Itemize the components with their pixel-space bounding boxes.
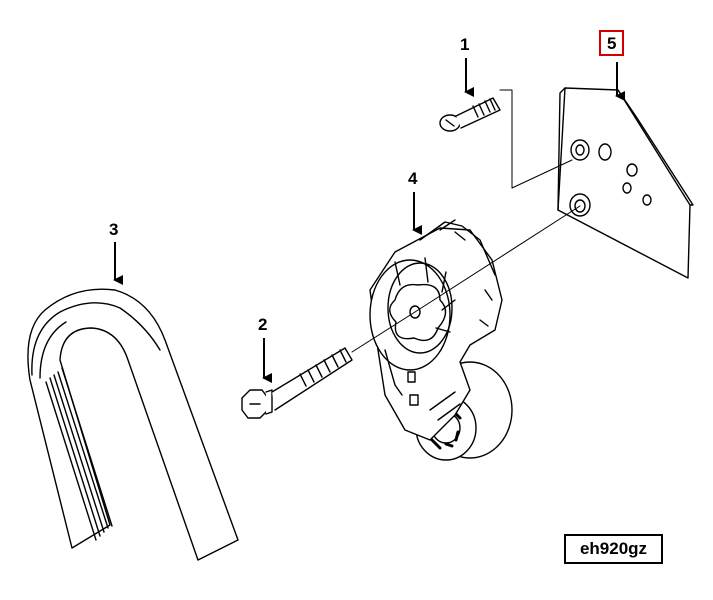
belt-tensioner (369, 219, 513, 461)
bolt-long (241, 347, 353, 419)
callout-2-label: 2 (258, 315, 268, 334)
callout-1-label: 1 (460, 35, 470, 54)
screw-short (439, 97, 501, 132)
serpentine-belt (27, 288, 239, 561)
callout-3-label: 3 (109, 220, 119, 239)
reference-code-box: eh920gz (564, 534, 663, 564)
callout-5-highlighted-label: 5 (599, 30, 625, 56)
reference-code-text: eh920gz (579, 539, 648, 558)
callout-4-label: 4 (408, 169, 418, 188)
bracket-plate (557, 87, 694, 279)
